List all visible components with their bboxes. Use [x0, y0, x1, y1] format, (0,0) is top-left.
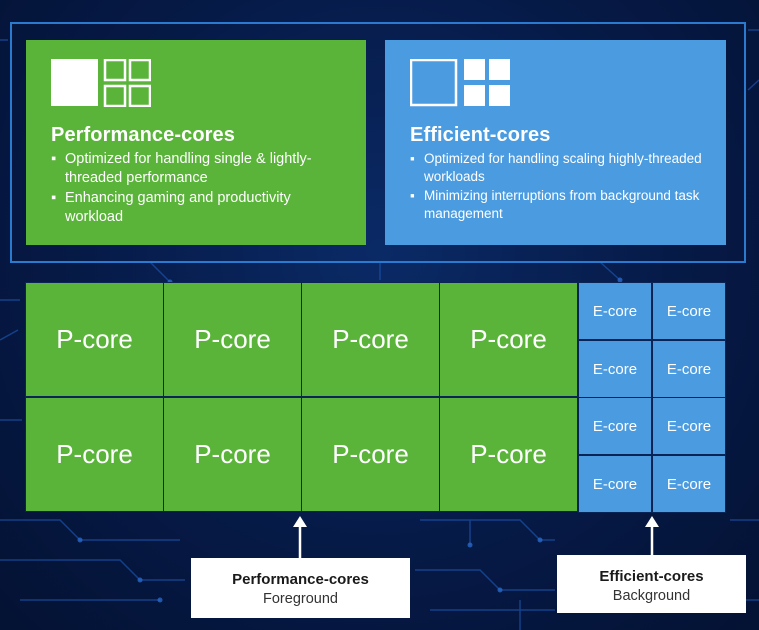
- efficient-cores-title: Efficient-cores: [410, 124, 551, 146]
- efficient-cores-label: Efficient-cores Background: [557, 555, 746, 613]
- bullet-item: ▪Enhancing gaming and productivity workl…: [51, 190, 291, 225]
- performance-cores-title: Performance-cores: [51, 124, 236, 146]
- hybrid-architecture-frame: [10, 22, 746, 263]
- e-core-block: E-core: [578, 455, 652, 513]
- p-core-block: P-core: [25, 397, 164, 512]
- p-core-block: P-core: [163, 282, 302, 397]
- e-core-block: E-core: [652, 340, 726, 398]
- e-core-block: E-core: [578, 397, 652, 455]
- e-core-block: E-core: [578, 282, 652, 340]
- p-core-block: P-core: [439, 282, 578, 397]
- p-core-block: P-core: [163, 397, 302, 512]
- performance-core-icon: [51, 59, 151, 107]
- performance-cores-bullets: ▪Optimized for handling single & lightly…: [51, 150, 351, 228]
- e-core-block: E-core: [652, 282, 726, 340]
- efficient-cores-panel: Efficient-cores ▪Optimized for handling …: [385, 40, 726, 245]
- p-core-block: P-core: [301, 282, 440, 397]
- e-core-block: E-core: [652, 455, 726, 513]
- arrow-up-icon: [645, 516, 659, 556]
- efficient-cores-bullets: ▪Optimized for handling scaling highly-t…: [410, 150, 710, 224]
- p-core-block: P-core: [439, 397, 578, 512]
- bullet-item: ▪Optimized for handling single & lightly…: [51, 151, 312, 186]
- label-subtitle: Background: [612, 588, 691, 604]
- e-core-block: E-core: [652, 397, 726, 455]
- p-core-block: P-core: [25, 282, 164, 397]
- p-core-block: P-core: [301, 397, 440, 512]
- arrow-up-icon: [293, 516, 307, 559]
- label-subtitle: Foreground: [263, 591, 338, 607]
- bullet-item: ▪Optimized for handling scaling highly-t…: [410, 151, 702, 184]
- e-core-block: E-core: [578, 340, 652, 398]
- label-title: Performance-cores: [232, 571, 369, 588]
- bullet-item: ▪Minimizing interruptions from backgroun…: [410, 188, 700, 221]
- label-title: Efficient-cores: [599, 568, 704, 585]
- performance-cores-label: Performance-cores Foreground: [191, 558, 410, 618]
- performance-cores-panel: Performance-cores ▪Optimized for handlin…: [26, 40, 366, 245]
- efficient-core-icon: [410, 59, 510, 107]
